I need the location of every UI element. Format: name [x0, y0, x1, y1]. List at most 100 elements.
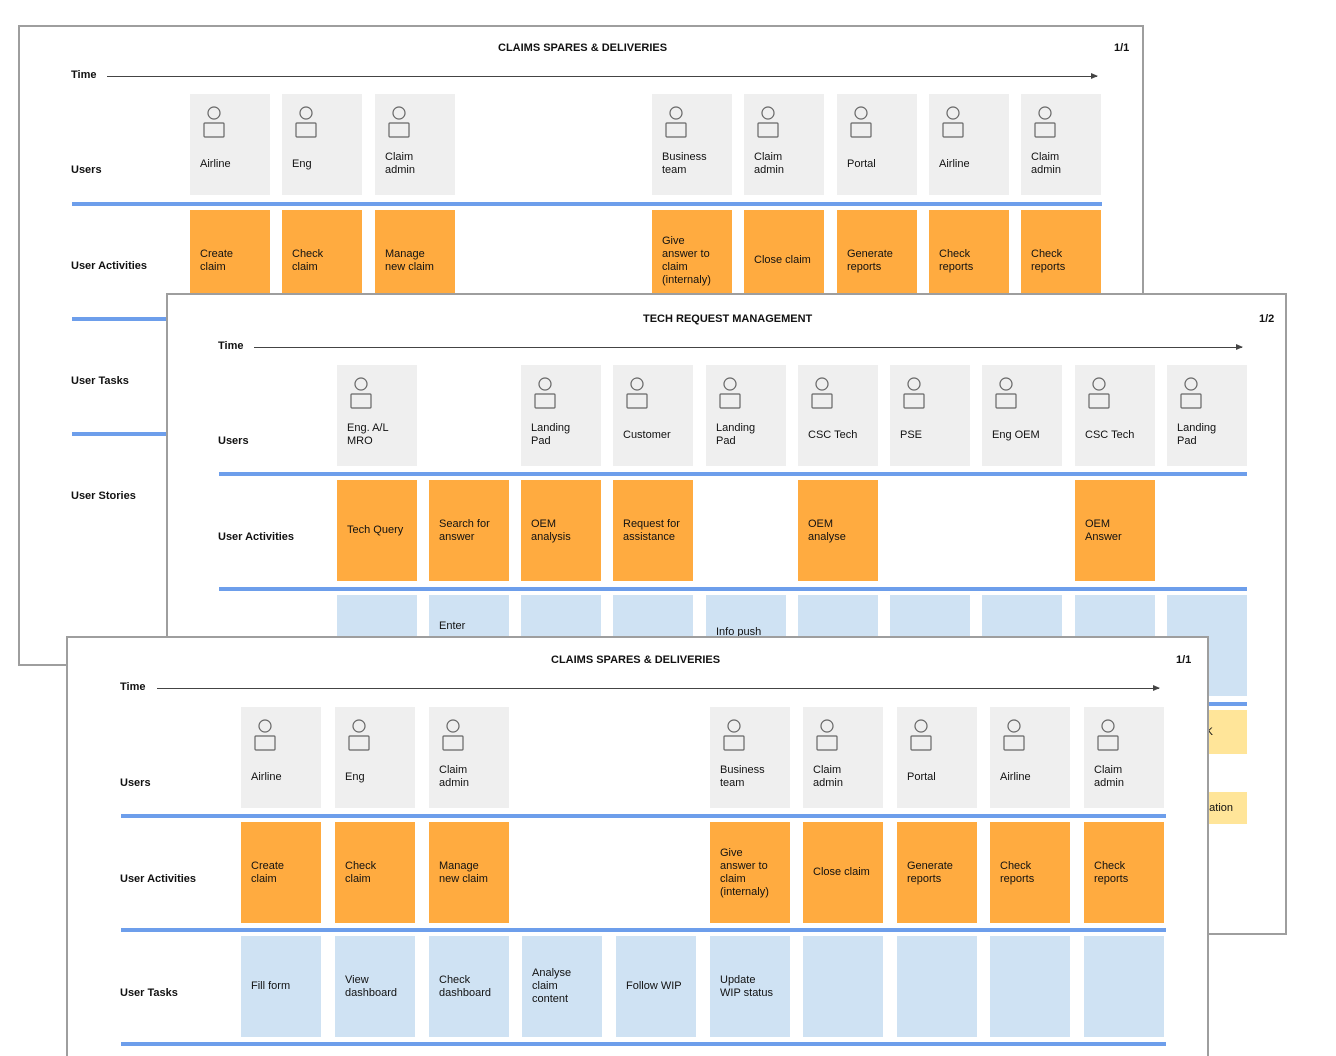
user-card[interactable]: Claim admin — [744, 94, 824, 195]
person-outline-icon — [942, 106, 964, 138]
person-outline-icon — [903, 377, 925, 409]
row-label-user-activities: User Activities — [120, 873, 197, 885]
user-label: Landing Pad — [1177, 422, 1217, 447]
task-card[interactable] — [990, 936, 1070, 1037]
user-card[interactable]: Business team — [652, 94, 732, 195]
separator-line — [121, 814, 1166, 818]
activity-card[interactable]: Check claim — [335, 822, 415, 923]
time-label: Time — [71, 69, 97, 81]
user-card[interactable]: Eng — [335, 707, 415, 808]
separator-line — [72, 202, 1102, 206]
user-card[interactable]: Portal — [837, 94, 917, 195]
time-label: Time — [120, 681, 146, 693]
user-label: Claim admin — [813, 764, 843, 789]
separator-line — [72, 317, 192, 321]
user-card[interactable]: Airline — [241, 707, 321, 808]
task-card[interactable] — [897, 936, 977, 1037]
slide-title: TECH REQUEST MANAGEMENT — [643, 313, 813, 325]
user-label: Eng — [345, 770, 365, 783]
user-card[interactable]: Claim admin — [429, 707, 509, 808]
user-card[interactable]: Eng. A/L MRO — [337, 365, 417, 466]
user-card[interactable]: Business team — [710, 707, 790, 808]
activity-card[interactable]: Create claim — [241, 822, 321, 923]
user-label: Airline — [939, 157, 970, 170]
task-card[interactable]: Check dashboard — [429, 936, 509, 1037]
person-outline-icon — [1097, 719, 1119, 751]
activity-card[interactable]: OEM analysis — [521, 480, 601, 581]
time-label: Time — [218, 340, 244, 352]
slide-claims-front: CLAIMS SPARES & DELIVERIES 1/1 Time User… — [66, 636, 1209, 1056]
person-outline-icon — [388, 106, 410, 138]
activity-card[interactable]: Check reports — [1084, 822, 1164, 923]
person-outline-icon — [910, 719, 932, 751]
user-label: CSC Tech — [808, 428, 858, 441]
activity-card[interactable]: Give answer to claim (internaly) — [710, 822, 790, 923]
person-outline-icon — [442, 719, 464, 751]
user-card[interactable]: Claim admin — [1021, 94, 1101, 195]
person-outline-icon — [1003, 719, 1025, 751]
user-card[interactable]: Eng — [282, 94, 362, 195]
row-label-user-activities: User Activities — [71, 260, 148, 272]
task-card[interactable]: Follow WIP — [616, 936, 696, 1037]
user-label: Airline — [1000, 770, 1031, 783]
user-card[interactable]: Eng OEM — [982, 365, 1062, 466]
user-card[interactable]: Claim admin — [1084, 707, 1164, 808]
activity-card[interactable]: Manage new claim — [429, 822, 509, 923]
user-card[interactable]: Claim admin — [375, 94, 455, 195]
user-card[interactable]: Landing Pad — [706, 365, 786, 466]
task-card[interactable]: Update WIP status — [710, 936, 790, 1037]
person-outline-icon — [723, 719, 745, 751]
row-label-users: Users — [71, 164, 102, 176]
activity-card[interactable]: Check reports — [990, 822, 1070, 923]
activity-card[interactable]: Close claim — [803, 822, 883, 923]
person-outline-icon — [995, 377, 1017, 409]
user-card[interactable]: Landing Pad — [1167, 365, 1247, 466]
user-card[interactable]: Landing Pad — [521, 365, 601, 466]
separator-line — [219, 587, 1247, 591]
time-arrow — [254, 344, 1243, 350]
story-label-fragment: ation — [1209, 801, 1233, 814]
user-label: Portal — [847, 157, 876, 170]
user-card[interactable]: Portal — [897, 707, 977, 808]
user-card[interactable]: PSE — [890, 365, 970, 466]
activity-card[interactable]: Generate reports — [897, 822, 977, 923]
row-label-user-tasks: User Tasks — [120, 987, 178, 999]
person-outline-icon — [1034, 106, 1056, 138]
user-label: CSC Tech — [1085, 428, 1135, 441]
person-outline-icon — [665, 106, 687, 138]
user-card[interactable]: CSC Tech — [1075, 365, 1155, 466]
user-label: Customer — [623, 428, 671, 441]
user-label: Landing Pad — [531, 422, 571, 447]
user-label: Eng — [292, 157, 312, 170]
user-card[interactable]: Airline — [990, 707, 1070, 808]
task-card[interactable]: Analyse claim content — [522, 936, 602, 1037]
activity-card[interactable]: Tech Query — [337, 480, 417, 581]
user-label: Landing Pad — [716, 422, 756, 447]
person-outline-icon — [757, 106, 779, 138]
user-card[interactable]: CSC Tech — [798, 365, 878, 466]
separator-line — [121, 1042, 1166, 1046]
user-card[interactable]: Airline — [929, 94, 1009, 195]
person-outline-icon — [850, 106, 872, 138]
activity-card[interactable]: Request for assistance — [613, 480, 693, 581]
row-label-users: Users — [120, 777, 151, 789]
user-card[interactable]: Airline — [190, 94, 270, 195]
activity-card[interactable]: OEM analyse — [798, 480, 878, 581]
slide-title: CLAIMS SPARES & DELIVERIES — [498, 42, 668, 54]
user-label: PSE — [900, 428, 923, 441]
person-outline-icon — [350, 377, 372, 409]
activity-card[interactable]: Search for answer — [429, 480, 509, 581]
task-card[interactable] — [1084, 936, 1164, 1037]
task-label: Info push — [716, 626, 762, 638]
row-label-user-stories: User Stories — [71, 490, 136, 502]
person-outline-icon — [816, 719, 838, 751]
task-card[interactable]: Fill form — [241, 936, 321, 1037]
user-card[interactable]: Customer — [613, 365, 693, 466]
user-card[interactable]: Claim admin — [803, 707, 883, 808]
task-card[interactable] — [803, 936, 883, 1037]
task-card[interactable]: View dashboard — [335, 936, 415, 1037]
person-outline-icon — [295, 106, 317, 138]
user-label: Claim admin — [754, 151, 784, 176]
activity-card[interactable]: OEM Answer — [1075, 480, 1155, 581]
user-label: Eng. A/L MRO — [347, 422, 389, 447]
